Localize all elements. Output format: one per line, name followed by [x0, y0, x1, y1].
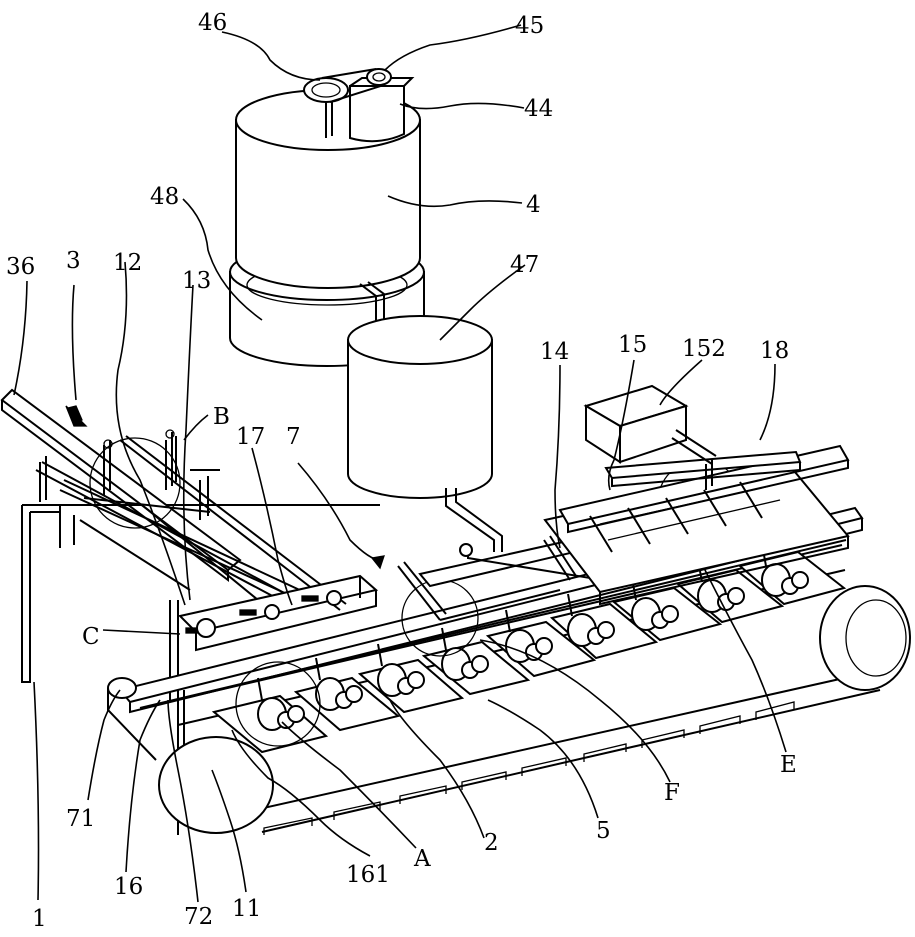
- label-161: 161: [346, 862, 390, 888]
- label-45: 45: [515, 13, 544, 39]
- label-B: B: [213, 404, 230, 430]
- label-5: 5: [596, 818, 611, 844]
- label-A: A: [413, 846, 431, 872]
- label-71: 71: [66, 806, 95, 832]
- label-15: 15: [618, 332, 647, 358]
- label-36: 36: [6, 254, 35, 280]
- label-14: 14: [540, 339, 569, 365]
- arrows: [66, 406, 384, 568]
- feed-rails: [2, 390, 346, 610]
- label-F: F: [664, 780, 680, 806]
- label-11: 11: [232, 896, 261, 922]
- label-18: 18: [760, 338, 789, 364]
- label-1: 1: [32, 906, 47, 932]
- label-17: 17: [236, 424, 265, 450]
- label-44: 44: [524, 96, 553, 122]
- label-152: 152: [682, 336, 726, 362]
- label-2: 2: [484, 830, 499, 856]
- label-72: 72: [184, 904, 213, 930]
- label-E: E: [780, 752, 797, 778]
- label-13: 13: [182, 268, 211, 294]
- label-48: 48: [150, 184, 179, 210]
- label-47: 47: [510, 252, 539, 278]
- label-C: C: [82, 624, 100, 650]
- label-7: 7: [286, 424, 301, 450]
- label-3: 3: [66, 248, 81, 274]
- label-4: 4: [526, 192, 541, 218]
- label-46: 46: [198, 10, 227, 36]
- label-12: 12: [113, 250, 142, 276]
- secondary-tank: [348, 282, 502, 552]
- label-16: 16: [114, 874, 143, 900]
